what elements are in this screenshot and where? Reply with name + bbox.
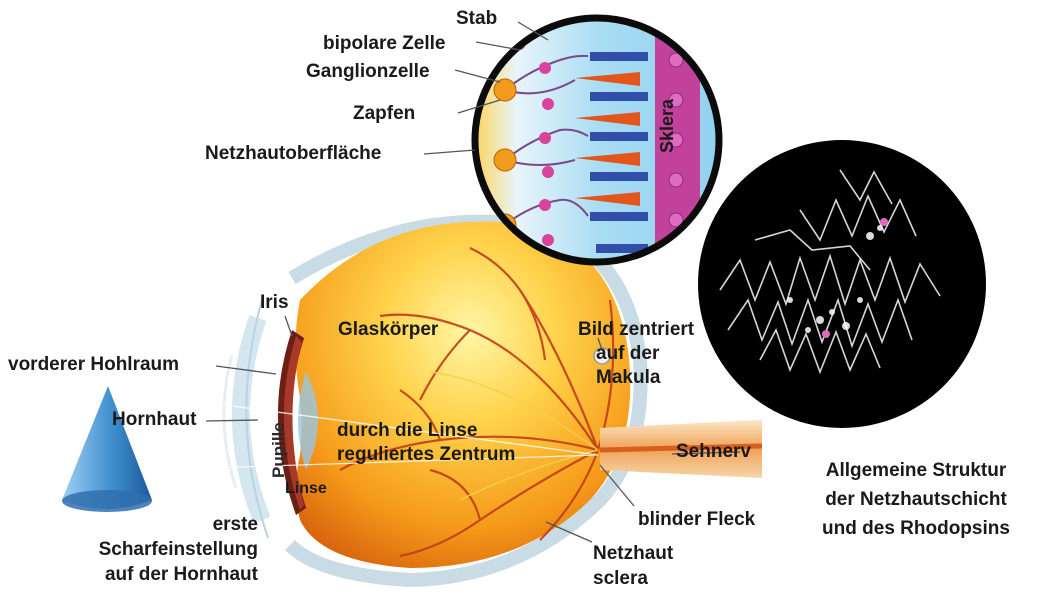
label-bild-zentriert-line3: Makula (578, 366, 694, 390)
cornea (224, 300, 268, 538)
label-erste-line1: erste (60, 512, 258, 537)
label-netzhautoberflaeche: Netzhautoberfläche (205, 143, 381, 165)
label-linse: Linse (285, 478, 327, 500)
label-blinder-fleck: blinder Fleck (638, 509, 755, 531)
caption-line3: und des Rhodopsins (796, 514, 1036, 543)
label-netzhaut-sclera: Netzhaut sclera (593, 541, 673, 591)
label-durch-die-linse-line1: durch die Linse (337, 419, 515, 443)
label-durch-die-linse: durch die Linse reguliertes Zentrum (337, 419, 515, 467)
label-iris: Iris (260, 292, 289, 314)
label-bild-zentriert-line1: Bild zentriert (578, 318, 694, 342)
caption: Allgemeine Struktur der Netzhautschicht … (796, 456, 1036, 543)
label-vorderer-hohlraum: vorderer Hohlraum (8, 354, 179, 376)
label-bild-zentriert: Bild zentriert auf der Makula (578, 318, 694, 390)
label-glaskoerper: Glaskörper (338, 319, 438, 341)
label-stab: Stab (456, 8, 497, 30)
label-zapfen: Zapfen (353, 103, 415, 125)
label-erste-scharfeinstellung: erste Scharfeinstellung auf der Hornhaut (60, 512, 258, 587)
label-pupille: Pupille (268, 422, 290, 478)
label-sclera: sclera (593, 566, 673, 591)
label-bipolare-zelle: bipolare Zelle (323, 33, 445, 55)
label-hornhaut: Hornhaut (112, 409, 196, 431)
label-erste-line2: Scharfeinstellung (60, 537, 258, 562)
caption-line2: der Netzhautschicht (796, 485, 1036, 514)
caption-line1: Allgemeine Struktur (796, 456, 1036, 485)
label-ganglionzelle: Ganglionzelle (306, 61, 430, 83)
cone-object (62, 386, 152, 512)
label-erste-line3: auf der Hornhaut (60, 562, 258, 587)
label-bild-zentriert-line2: auf der (578, 342, 694, 366)
retina-magnifier (470, 15, 730, 265)
label-durch-die-linse-line2: reguliertes Zentrum (337, 443, 515, 467)
label-sklera-detail: Sklera (656, 99, 678, 153)
rhodopsin-molecule (698, 140, 986, 428)
label-sehnerv: Sehnerv (676, 441, 751, 463)
label-netzhaut: Netzhaut (593, 541, 673, 566)
